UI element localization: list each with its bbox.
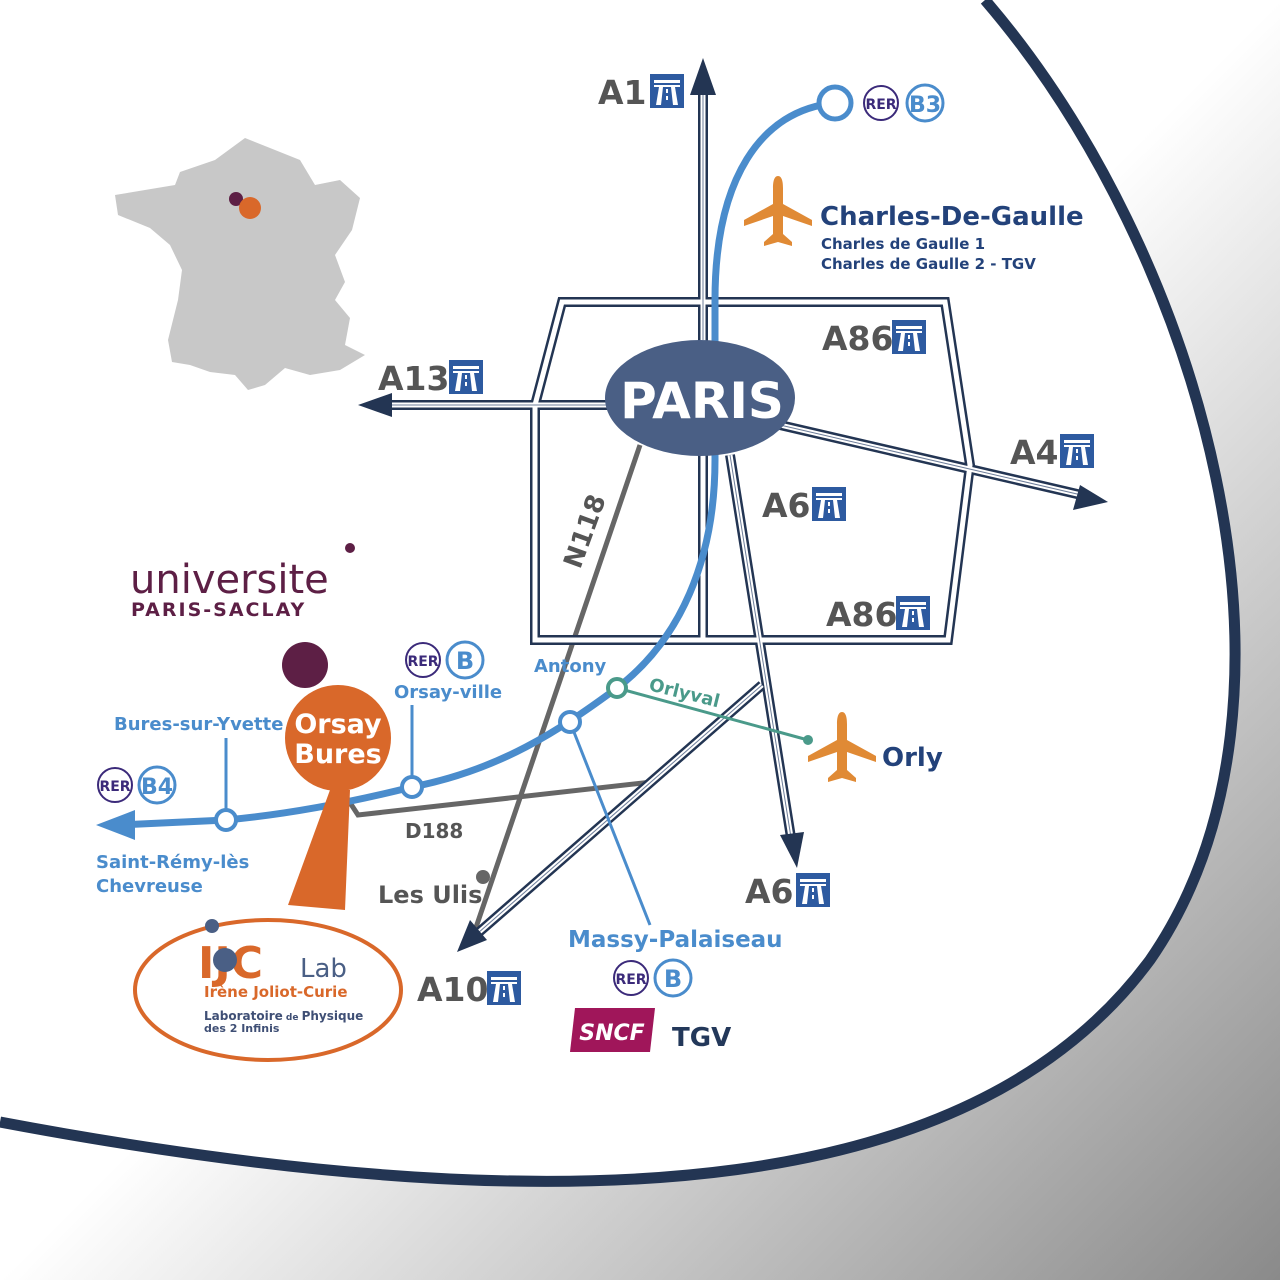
a4-label: A4 xyxy=(1010,433,1059,472)
motorway-icon xyxy=(650,74,684,108)
svg-text:B3: B3 xyxy=(909,93,941,118)
a86-top-label: A86 xyxy=(822,319,893,358)
cdg-terminal-1: Charles de Gaulle 1 xyxy=(821,235,985,253)
rer-b-line xyxy=(119,99,836,829)
saclay-dot xyxy=(229,192,243,206)
saint-remy-label: Saint-Rémy-lès xyxy=(96,852,249,873)
paris-label: PARIS xyxy=(620,372,784,430)
a86-bottom-label: A86 xyxy=(826,595,897,634)
d188-label: D188 xyxy=(405,819,463,843)
motorway-icon xyxy=(892,320,926,354)
svg-text:Lab: Lab xyxy=(300,954,347,984)
cdg-terminal-2: Charles de Gaulle 2 - TGV xyxy=(821,255,1036,273)
stations xyxy=(214,84,854,832)
a6-top-label: A6 xyxy=(762,486,811,525)
orsay-label: Orsay xyxy=(294,709,382,740)
orsay-bures-marker xyxy=(285,685,391,791)
svg-text:RER: RER xyxy=(615,972,646,988)
university-subtitle: PARIS-SACLAY xyxy=(131,599,306,621)
orlyval-end xyxy=(803,735,813,745)
rer-b4-badge: RER B4 xyxy=(97,765,177,805)
les-ulis-dot xyxy=(476,870,490,884)
paris-ellipse xyxy=(605,340,795,456)
ijclab-desc-1: Laboratoire de Physique xyxy=(204,1009,363,1023)
rer-b-orsay-badge: RER B xyxy=(405,640,485,680)
orsay-ville-label: Orsay-ville xyxy=(394,682,502,703)
svg-text:SNCF: SNCF xyxy=(579,1021,644,1046)
svg-text:B: B xyxy=(664,965,682,993)
orsay-dot xyxy=(239,197,261,219)
bures-marker-label: Bures xyxy=(294,739,382,770)
ijclab-ellipse xyxy=(133,918,403,1062)
motorway-icon xyxy=(487,971,521,1005)
sncf-logo: SNCF xyxy=(570,1008,655,1052)
disc-border xyxy=(0,0,1241,1187)
a13-label: A13 xyxy=(378,359,449,398)
a6-bottom-label: A6 xyxy=(745,872,794,911)
svg-text:RER: RER xyxy=(99,779,130,795)
n118-road xyxy=(467,444,643,946)
university-dot xyxy=(345,543,355,553)
saclay-marker xyxy=(282,642,328,688)
motorway-icon xyxy=(896,596,930,630)
university-wordmark: universite xyxy=(130,557,329,603)
svg-text:B: B xyxy=(456,647,474,675)
rer-arrow xyxy=(96,810,135,840)
chevreuse-label: Chevreuse xyxy=(96,876,203,897)
motorway-icon xyxy=(1060,434,1094,468)
rer-b-massy-badge: RER B xyxy=(613,958,693,998)
ijclab-logo: IJC Lab xyxy=(198,919,347,989)
cdg-label: Charles-De-Gaulle xyxy=(820,202,1084,232)
motorway-icon xyxy=(812,487,846,521)
svg-text:RER: RER xyxy=(865,97,896,113)
pointer-triangle xyxy=(288,790,350,910)
rer-b3-badge: RER B3 xyxy=(863,83,945,123)
a1-label: A1 xyxy=(598,73,647,112)
massy-connector xyxy=(568,721,652,926)
motorway-icon xyxy=(796,873,830,907)
tgv-label: TGV xyxy=(672,1023,731,1053)
antony-label: Antony xyxy=(534,656,607,677)
france-map xyxy=(115,138,365,390)
svg-text:B4: B4 xyxy=(141,775,173,800)
massy-label: Massy-Palaiseau xyxy=(568,927,783,953)
a10-label: A10 xyxy=(417,970,488,1009)
motorway-icon xyxy=(449,360,483,394)
orlyval-line xyxy=(616,686,809,742)
svg-text:RER: RER xyxy=(407,654,438,670)
bures-label: Bures-sur-Yvette xyxy=(114,714,283,735)
les-ulis-label: Les Ulis xyxy=(378,881,482,909)
ijclab-name: Irène Joliot-Curie xyxy=(204,983,348,1001)
orly-label: Orly xyxy=(882,743,943,773)
ijclab-desc-2: des 2 Infinis xyxy=(204,1022,280,1035)
